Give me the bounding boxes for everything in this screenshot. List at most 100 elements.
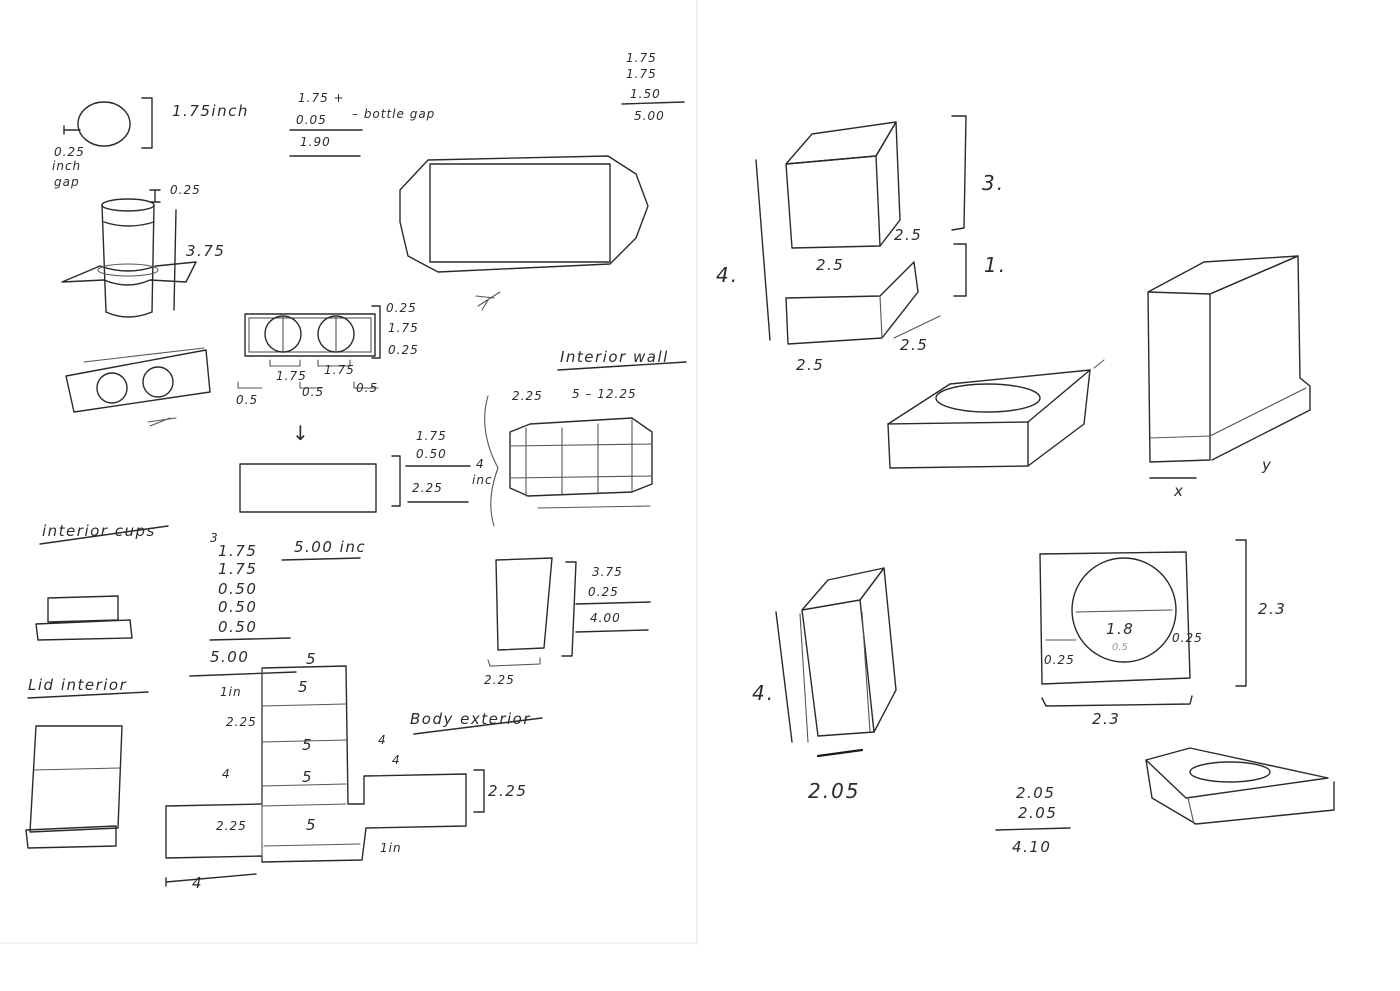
cup-body	[47, 595, 119, 623]
oval-tray-front	[887, 421, 1029, 469]
small-sum: 2.05 2.05 4.10	[995, 784, 1071, 856]
bottom-box-width: 2.5	[796, 356, 824, 374]
net-center-label-4: 5	[306, 816, 317, 834]
tall-box-base-line	[1149, 435, 1211, 439]
y-label: y	[1261, 456, 1272, 474]
small-tray-edge	[1187, 797, 1195, 825]
net-center-label-1: 5	[298, 678, 309, 696]
cutout-right-bracket	[371, 305, 381, 359]
side-panel-bracket	[561, 561, 577, 657]
net-side-label-4: 2.25	[216, 819, 247, 833]
total-height-line	[755, 159, 771, 341]
panel-base-tick	[487, 657, 541, 667]
top-cube-depth: 2.5	[894, 226, 922, 244]
narrow-box-base-line	[816, 748, 864, 758]
net-side-label-2: 2.25	[226, 715, 257, 729]
top-view-diameter	[1075, 609, 1173, 613]
top-height-label: 3.	[982, 171, 1005, 195]
bottle-cap-line	[103, 221, 155, 227]
gap-word-gap: gap	[54, 175, 80, 189]
body-net-outline	[165, 665, 467, 863]
lid-base	[25, 825, 117, 849]
gap-word-inch: inch	[52, 159, 81, 173]
top-view-square	[1039, 551, 1191, 685]
narrow-box-height: 4.	[752, 681, 775, 705]
small-sum-a: 2.05	[1016, 784, 1055, 802]
sum-bottle-a: 1.75 +	[298, 91, 345, 105]
small-sum-rule	[995, 827, 1071, 831]
tray-bracket	[391, 455, 401, 507]
bottle-cap-top	[101, 198, 155, 212]
cutout-hole-dim-1: 1.75	[276, 369, 307, 383]
bottle-bottom	[105, 311, 153, 318]
box-dieline	[399, 155, 649, 311]
x-label: x	[1173, 482, 1184, 500]
down-arrow: ↓	[292, 421, 311, 445]
sum-length-a: 1.75	[626, 51, 657, 65]
sum-length-rule	[621, 101, 685, 105]
cutout-inner-rect	[248, 317, 372, 353]
gap-value-label: 0.25	[54, 145, 85, 159]
tray-width-underline	[281, 557, 361, 561]
panel-dim-2: 0.25	[588, 585, 619, 599]
top-height-bracket	[951, 115, 967, 231]
net-side-label-3: 4	[222, 767, 231, 781]
cutout-rect	[244, 313, 376, 357]
bottle-right-edge	[151, 204, 155, 313]
narrow-box-front	[801, 599, 875, 737]
interior-cups-underline	[39, 525, 169, 545]
lid-interior: Lid interior	[25, 676, 149, 849]
top-view: 1.8 0.5 0.25 0.25 2.3 2.3	[1039, 539, 1285, 728]
net-center-label-2: 5	[302, 736, 313, 754]
interior-wall-leader	[484, 395, 499, 527]
tall-box-base-diag	[1209, 387, 1307, 437]
tray-rect	[239, 463, 377, 513]
bottle-side-view: 0.25 3.75	[61, 183, 225, 318]
narrow-box-width: 2.05	[808, 779, 861, 803]
total-height-label: 4.	[716, 263, 739, 287]
interior-cups-title: interior cups	[42, 522, 156, 540]
panel-base-label: 2.25	[484, 673, 515, 687]
panel-sum-underline	[575, 629, 649, 633]
narrow-box-top	[801, 567, 885, 611]
narrow-box-edge-right	[861, 611, 871, 733]
net-width-line	[165, 873, 257, 887]
bottle-circle	[77, 101, 131, 147]
lid-interior-underline	[27, 691, 149, 699]
narrow-box: 4. 2.05	[752, 567, 897, 803]
cutout-top-ticks	[269, 359, 351, 367]
tall-box: x y	[1147, 255, 1311, 500]
top-view-circle	[1071, 557, 1177, 663]
interior-wall-base-line	[537, 505, 651, 509]
net-fold-4	[261, 803, 347, 807]
bottle-left-edge	[101, 204, 107, 313]
bottom-height-label: 1.	[984, 253, 1007, 277]
interior-cups: interior cups	[35, 522, 169, 641]
tray-sum-e: 0.50	[218, 618, 257, 636]
insert-sketch	[65, 347, 211, 427]
narrow-box-side	[859, 567, 897, 733]
sum-bottle-note: – bottle gap	[352, 107, 435, 121]
top-gap-marker	[149, 189, 161, 203]
small-sum-total: 4.10	[1012, 838, 1051, 856]
net-right-bracket	[473, 769, 485, 813]
tray-dim-3: 2.25	[412, 481, 443, 495]
net-fold-2	[261, 739, 347, 743]
tray-sum-total: 5.00	[210, 648, 249, 666]
dieline-scribble	[475, 291, 501, 311]
bottle-height-label: 3.75	[186, 242, 225, 260]
top-cube-front	[785, 155, 881, 249]
sum-length-b: 1.75	[626, 67, 657, 81]
wall-crease-bottom	[509, 475, 653, 479]
net-right-label: 2.25	[488, 782, 527, 800]
top-view-height-bracket	[1235, 539, 1247, 687]
stacked-boxes: 4. 2.5 2.5 3. 1. 2.5 2.5	[716, 115, 1007, 374]
narrow-box-edge-left	[799, 613, 809, 743]
interior-wall-underline	[557, 361, 687, 371]
small-sum-b: 2.05	[1018, 804, 1057, 822]
cutout-dim-top: 0.25	[386, 301, 417, 315]
interior-wall-title: Interior wall	[560, 348, 669, 366]
bottle-collar	[97, 263, 159, 277]
net-fold-3	[261, 783, 347, 787]
cutout-dim-mid: 1.75	[388, 321, 419, 335]
